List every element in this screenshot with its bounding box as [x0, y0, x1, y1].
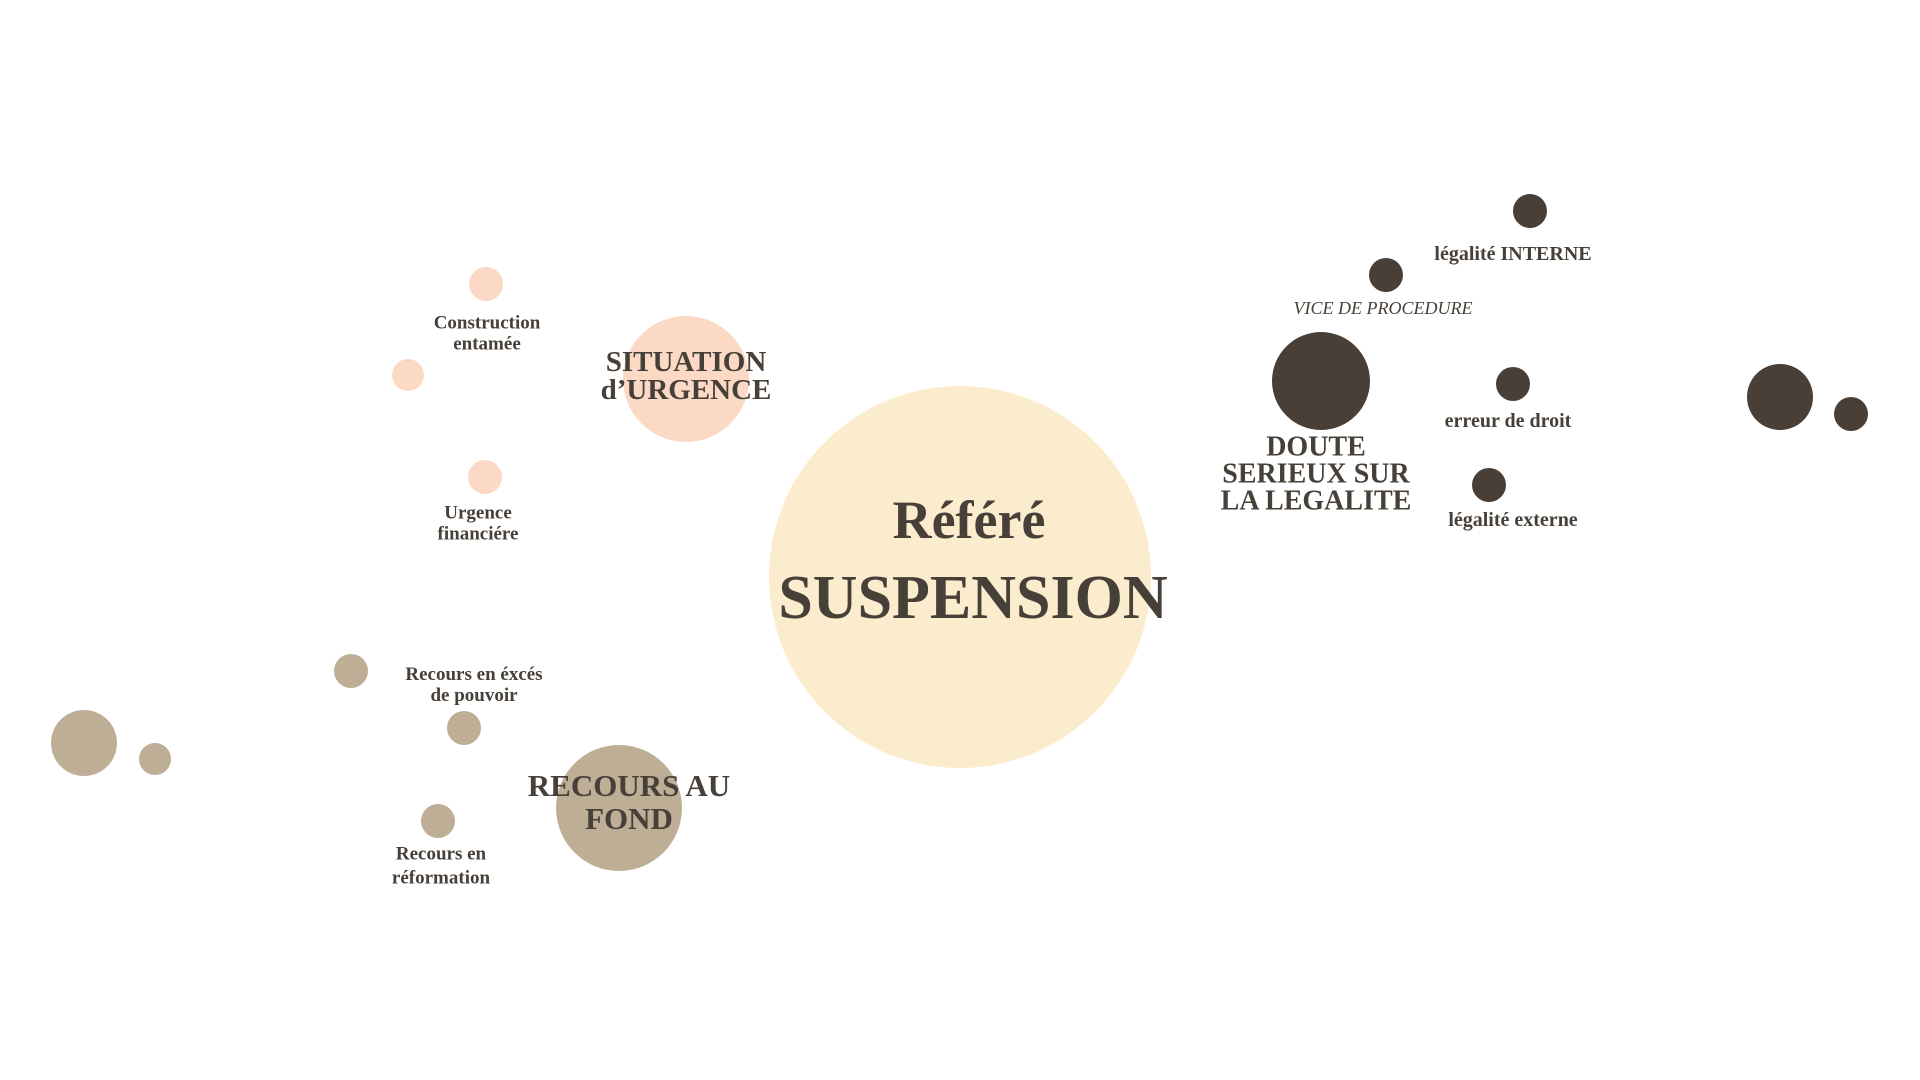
label-recours-reformation: Recours en réformation — [391, 843, 491, 888]
bubble-situation-urgence-main — [623, 316, 749, 442]
bubble-peach-satellite — [392, 359, 424, 391]
bubble-legalite-interne — [1513, 194, 1547, 228]
bubble-tan-far-left-large — [51, 710, 117, 776]
bubble-refere-suspension-main — [769, 386, 1151, 768]
label-central-title-line1: Référé — [892, 490, 1046, 550]
label-recours-au-fond: RECOURS AU FOND — [527, 768, 731, 836]
label-legalite-interne: légalité INTERNE — [1434, 243, 1592, 265]
label-situation-urgence: SITUATION d’URGENCE — [600, 345, 772, 406]
bubble-recours-reformation — [421, 804, 455, 838]
bubble-recours-au-fond-main — [556, 745, 682, 871]
label-urgence-financiere: Urgence financiére — [437, 502, 519, 544]
label-construction-entamee: Construction entamée — [433, 312, 541, 355]
bubble-construction-entamee — [469, 267, 503, 301]
bubble-dark-far-right-large — [1747, 364, 1813, 430]
bubble-doute-serieux-main — [1272, 332, 1370, 430]
bubble-tan-far-left-small — [139, 743, 171, 775]
bubble-dark-far-right-small — [1834, 397, 1868, 431]
label-legalite-externe: légalité externe — [1448, 509, 1578, 531]
label-erreur-de-droit: erreur de droit — [1444, 410, 1572, 432]
bubble-urgence-financiere — [468, 460, 502, 494]
label-recours-exces: Recours en éxcés de pouvoir — [405, 664, 543, 706]
label-doute-serieux: DOUTE SERIEUX SUR LA LEGALITE — [1220, 431, 1412, 517]
bubble-tan-satellite — [447, 711, 481, 745]
label-vice-de-procedure: VICE DE PROCEDURE — [1293, 298, 1473, 318]
bubble-recours-exces — [334, 654, 368, 688]
bubble-vice-de-procedure — [1369, 258, 1403, 292]
label-central-title-line2: SUSPENSION — [778, 564, 1168, 632]
bubble-legalite-externe — [1472, 468, 1506, 502]
bubble-erreur-de-droit — [1496, 367, 1530, 401]
